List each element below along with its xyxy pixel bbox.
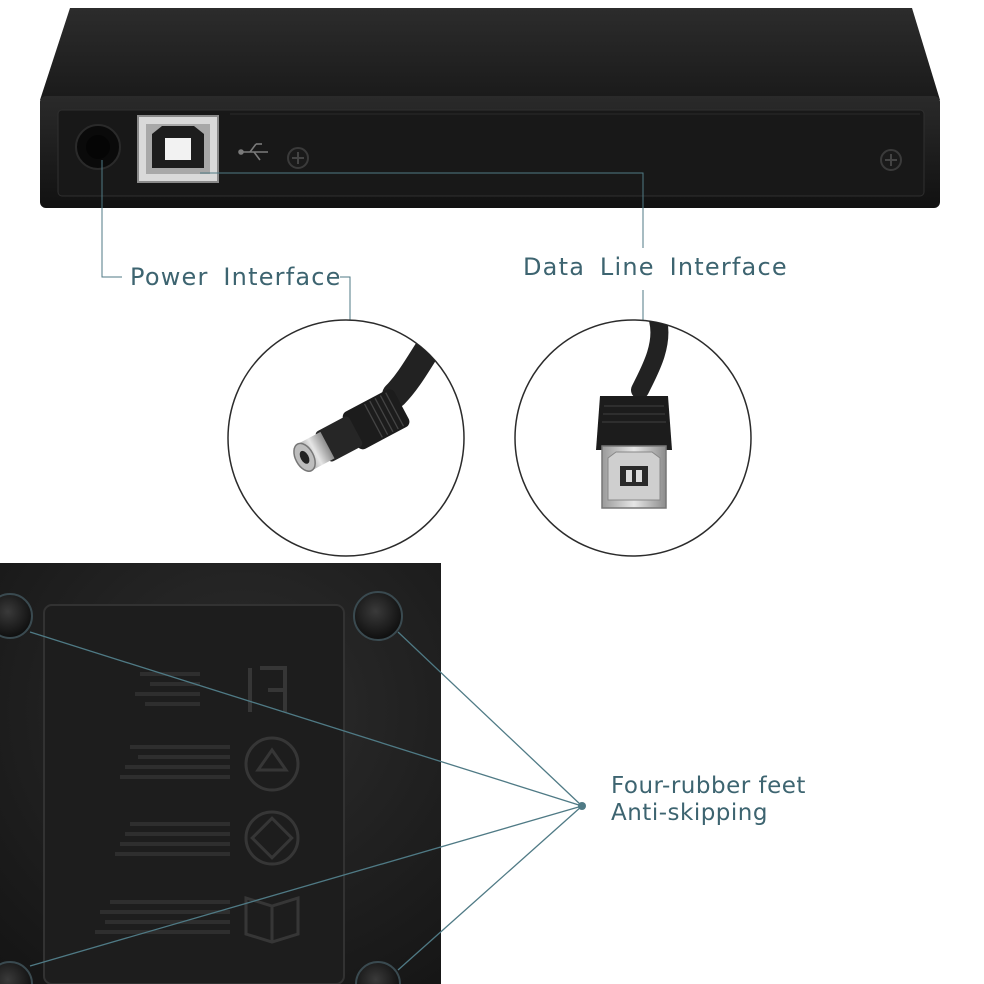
product-mark-icon — [248, 666, 287, 712]
power-jack — [75, 124, 121, 170]
rubber-feet-label-line2: Anti-skipping — [611, 800, 768, 826]
screw — [880, 149, 902, 171]
leader-dot — [578, 802, 586, 810]
rubber-feet-label-line1: Four-rubber feet — [611, 773, 806, 799]
usb-plug-closeup — [514, 319, 752, 557]
recycle-icon — [244, 736, 300, 792]
book-icon — [244, 895, 300, 944]
power-plug-closeup — [227, 319, 465, 557]
leader-lines-top — [101, 160, 644, 320]
usb-icon — [238, 143, 268, 161]
power-interface-label: Power Interface — [130, 263, 342, 291]
screw — [287, 147, 309, 169]
drive-rear-view — [40, 8, 940, 208]
data-line-interface-label: Data Line Interface — [523, 253, 788, 281]
usb-port — [137, 115, 219, 183]
leader-lines-feet — [29, 631, 583, 971]
rubber-feet-label: Four-rubber feet Anti-skipping — [611, 773, 806, 827]
certification-icon — [244, 810, 300, 866]
drive-underside — [0, 563, 441, 984]
